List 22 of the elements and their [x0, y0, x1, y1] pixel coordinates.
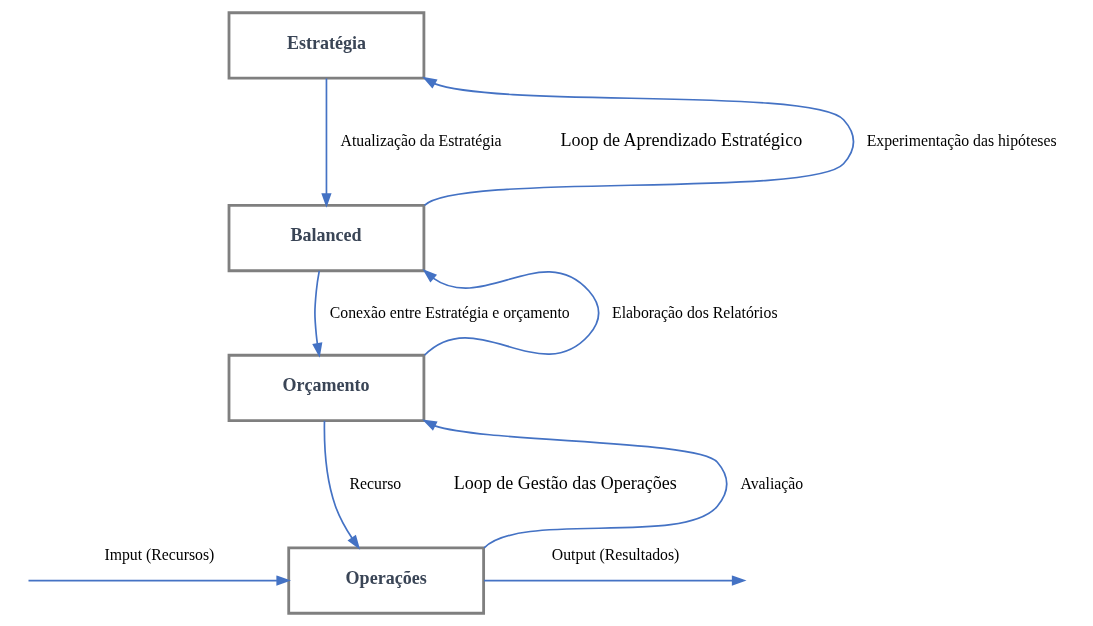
arrow: [27, 575, 292, 586]
arrow: [422, 419, 728, 549]
node-box: Estratégia: [227, 11, 426, 80]
label: Loop de Gestão das Operações: [453, 472, 677, 493]
edge-label: Experimentação das hipóteses: [866, 132, 1057, 150]
label: Loop de Aprendizado Estratégico: [560, 130, 803, 151]
arrow: [312, 270, 323, 358]
edge-label: Output (Resultados): [551, 545, 680, 563]
edge-label: Atualização da Estratégia: [340, 132, 502, 150]
edge-label: Recurso: [349, 474, 402, 492]
edge-label: Conexão entre Estratégia e orçamento: [329, 303, 570, 321]
arrow: [422, 76, 855, 207]
edge-label: Elaboração dos Relatórios: [612, 303, 778, 321]
arrow: [321, 77, 332, 208]
arrow: [483, 575, 747, 586]
arrow: [422, 269, 600, 357]
edge-label: Imput (Recursos): [104, 545, 215, 563]
edge-label: Avaliação: [740, 474, 804, 492]
node-box: Operações: [287, 546, 486, 615]
node-box: Orçamento: [227, 353, 426, 422]
node-box: Balanced: [227, 204, 426, 273]
arrow: [323, 419, 361, 550]
